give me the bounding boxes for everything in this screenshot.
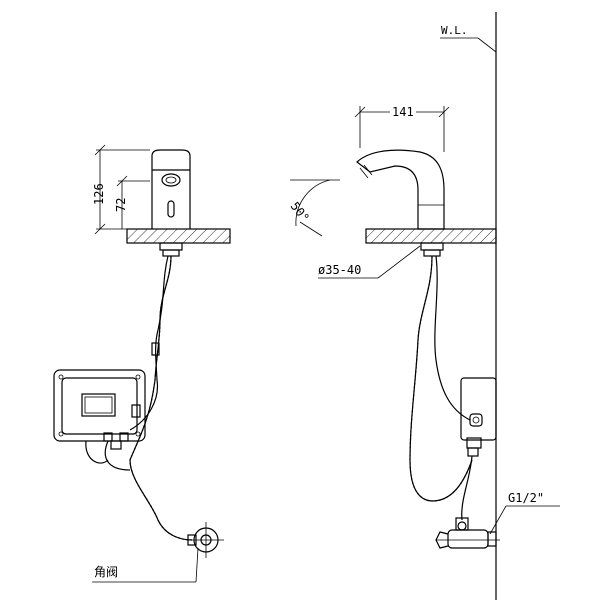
control-box-outer <box>53 369 146 442</box>
faucet-front-body <box>151 149 191 229</box>
box-fitting-right <box>119 432 129 442</box>
faucet-side-body <box>356 149 445 230</box>
front-flange <box>159 242 183 251</box>
height-total-label: 126 <box>92 183 106 205</box>
sensor-cable <box>129 255 169 431</box>
outlet-slot <box>167 200 175 218</box>
sensor-inner <box>165 176 177 184</box>
side-nut <box>423 249 441 257</box>
box-side-port <box>131 404 141 418</box>
spout-reach-label: 141 <box>392 105 414 119</box>
box-loop-hose <box>104 440 131 471</box>
hole-diameter-label: ø35-40 <box>318 263 361 277</box>
front-hose <box>129 255 193 541</box>
control-box-side <box>460 377 497 441</box>
countertop-side <box>365 228 497 244</box>
front-view: 126 72 角阀 <box>53 144 231 583</box>
angle-valve-nut <box>487 531 497 547</box>
angle-valve-side-body <box>447 529 489 549</box>
angle-valve-label: 角阀 <box>94 565 118 579</box>
angle-label: 50° <box>288 199 312 225</box>
diameter-leader <box>377 245 421 279</box>
side-flange <box>420 242 444 251</box>
valve-nut-front <box>187 534 197 546</box>
angle-arc <box>295 179 331 227</box>
angle-valve-leader <box>195 547 199 583</box>
side-view: W.L. 141 50° ø35-40 <box>288 12 560 600</box>
cable-connector <box>151 342 160 356</box>
height-sensor-label: 72 <box>114 198 128 212</box>
countertop-front <box>126 228 231 244</box>
sensor-window <box>161 173 181 187</box>
water-line-label: W.L. <box>441 24 468 37</box>
box-outlet <box>110 440 122 450</box>
thread-leader <box>489 505 507 535</box>
box-side-port-r <box>469 413 483 427</box>
thread-label: G1/2" <box>508 491 544 505</box>
control-box-inner <box>61 377 138 435</box>
control-box-window <box>81 393 116 417</box>
front-nut <box>162 249 180 257</box>
side-cable <box>434 255 471 421</box>
